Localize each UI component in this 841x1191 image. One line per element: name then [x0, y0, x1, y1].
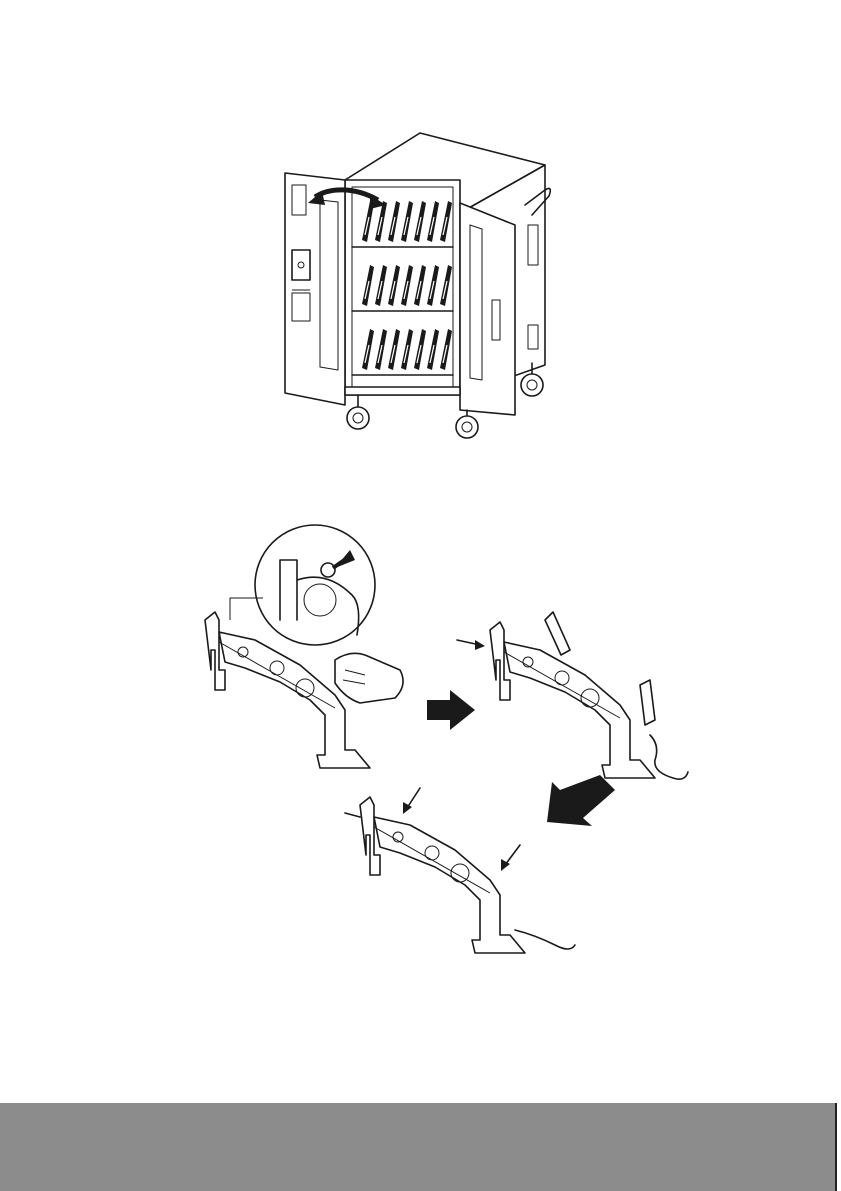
next-step-arrow	[427, 690, 475, 730]
door-lock-panel	[292, 250, 310, 280]
right-door	[460, 203, 515, 415]
hand-icon	[335, 653, 403, 703]
footer-edge	[837, 1103, 841, 1191]
left-door	[285, 173, 345, 405]
footer-bar	[0, 1103, 841, 1191]
charging-cable	[650, 735, 688, 779]
cradle-step-3	[345, 788, 575, 953]
charging-cart-illustration	[270, 125, 570, 445]
cradle-step-2	[457, 612, 688, 779]
cradle-steps-illustration	[185, 520, 705, 980]
next-step-diagonal-arrow	[547, 775, 615, 826]
detail-magnifier	[230, 525, 375, 645]
charging-cable-3	[515, 930, 575, 949]
pointer-arrow-3a	[407, 788, 420, 808]
pointer-arrow-3b	[505, 845, 520, 865]
